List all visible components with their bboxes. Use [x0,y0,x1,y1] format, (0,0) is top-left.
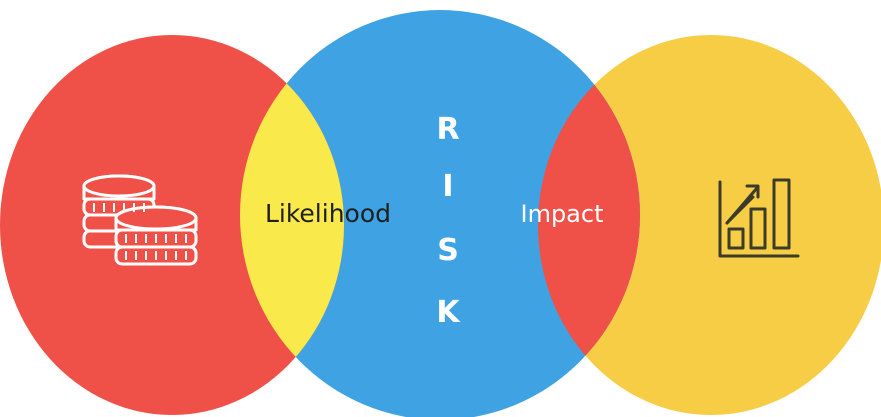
coin-stacks-icon [82,174,198,266]
risk-letter-i: I [442,169,453,204]
likelihood-label: Likelihood [265,199,391,228]
risk-letter-s: S [437,233,459,268]
risk-letter-k: K [436,295,461,330]
center-circle [240,10,640,417]
risk-letter-r: R [436,112,459,147]
right-circle [538,35,881,415]
bar-chart-growth-icon [718,178,800,258]
impact-label: Impact [520,200,603,228]
